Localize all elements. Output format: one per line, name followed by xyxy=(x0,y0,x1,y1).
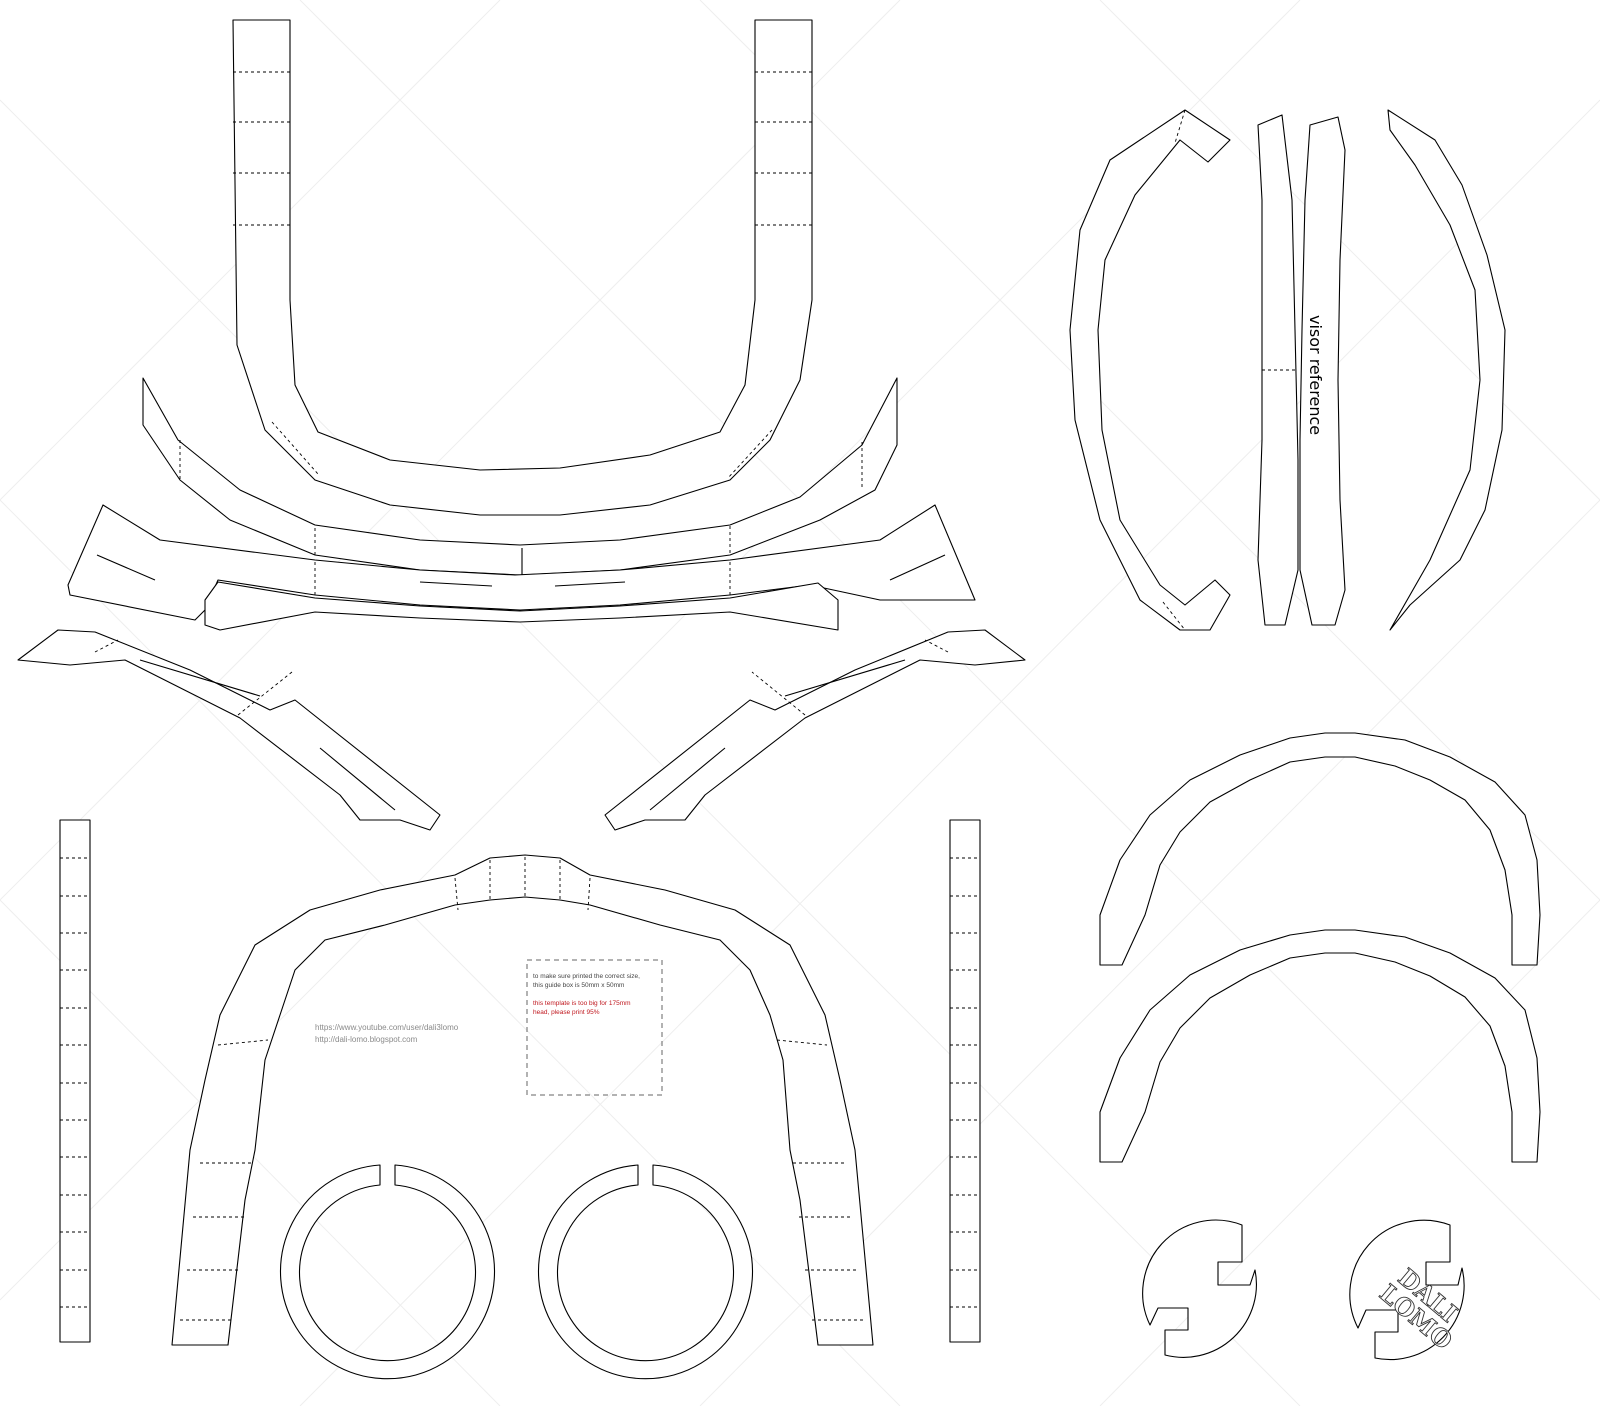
inner-cheek-band xyxy=(204,581,839,631)
center-visor-strip-right xyxy=(1299,116,1346,626)
youtube-url: https://www.youtube.com/user/dali3lomo xyxy=(315,1023,459,1032)
center-visor-strip-left xyxy=(1257,114,1299,626)
upper-curved-band xyxy=(142,377,898,590)
warning-line1: this template is too big for 175mm xyxy=(533,1000,631,1007)
ear-cap-disc-right xyxy=(1349,1219,1465,1361)
warning-line2: head, please print 95% xyxy=(533,1009,600,1016)
visor-reference-label: visor reference xyxy=(1306,315,1325,435)
right-jaw-wing-piece xyxy=(604,629,1026,831)
left-ear-ring xyxy=(279,1164,496,1380)
right-ear-ring xyxy=(537,1164,754,1380)
right-vertical-strip xyxy=(949,819,981,1343)
size-note-line2: this guide box is 50mm x 50mm xyxy=(533,982,624,989)
left-jaw-wing-piece xyxy=(17,629,441,831)
left-vertical-strip xyxy=(59,819,91,1343)
left-visor-side-piece xyxy=(1069,109,1231,631)
upper-right-arch-strip xyxy=(1099,732,1541,966)
size-note-line1: to make sure printed the correct size, xyxy=(533,973,640,980)
lower-right-arch-strip xyxy=(1099,929,1541,1163)
ear-cap-disc-left xyxy=(1142,1219,1257,1358)
size-guide-box xyxy=(526,959,663,1096)
lower-arch-piece xyxy=(171,854,874,1346)
u-headband-piece xyxy=(232,19,813,516)
blog-url: http://dali-lomo.blogspot.com xyxy=(315,1035,418,1044)
right-visor-side-piece xyxy=(1387,109,1506,631)
